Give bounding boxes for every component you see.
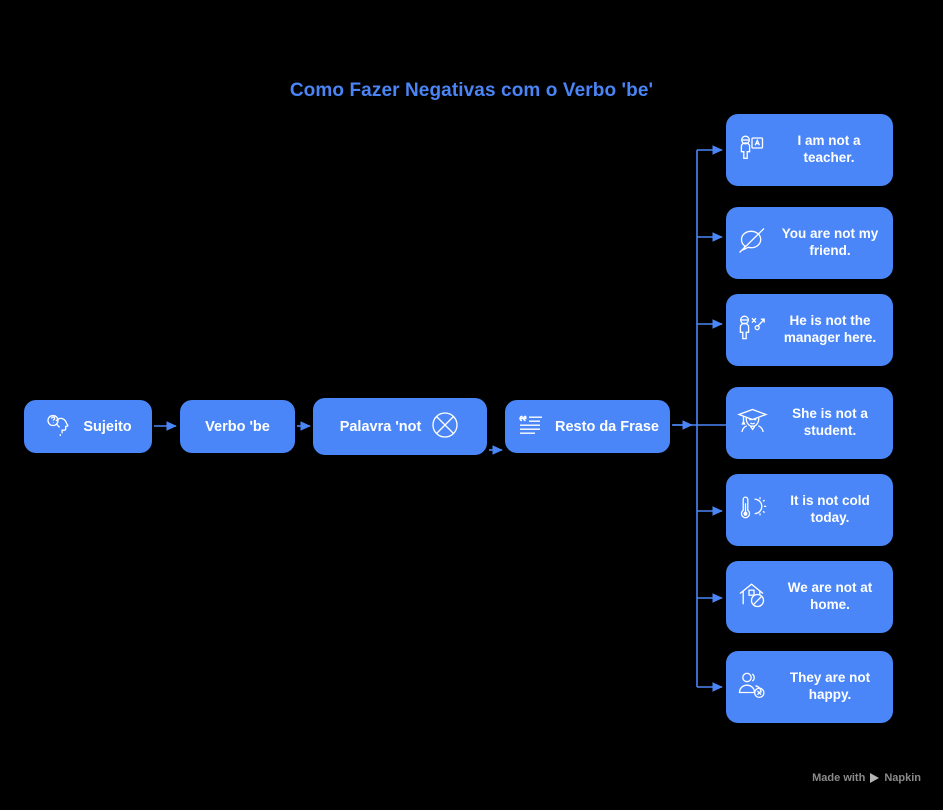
flow-step-label: Sujeito xyxy=(83,418,132,435)
example-card[interactable]: We are not at home. xyxy=(726,561,893,633)
quote-lines-icon xyxy=(516,410,546,444)
head-question-icon xyxy=(44,410,74,444)
flow-step-resto-da-frase[interactable]: Resto da Frase xyxy=(505,400,670,453)
house-prohibited-icon xyxy=(735,578,771,617)
napkin-brand-label: Napkin xyxy=(884,772,921,784)
flow-step-sujeito[interactable]: Sujeito xyxy=(24,400,152,453)
example-text: He is not the manager here. xyxy=(783,313,877,345)
example-text: We are not at home. xyxy=(787,580,873,612)
made-with-napkin-footer: Made with Napkin xyxy=(812,772,921,784)
example-card[interactable]: You are not my friend. xyxy=(726,207,893,279)
play-triangle-icon xyxy=(870,773,880,783)
example-text: I am not a teacher. xyxy=(797,133,861,165)
example-card[interactable]: It is not cold today. xyxy=(726,474,893,546)
page-title: Como Fazer Negativas com o Verbo 'be' xyxy=(289,80,654,101)
example-text: It is not cold today. xyxy=(790,493,870,525)
example-text: You are not my friend. xyxy=(781,226,879,258)
made-with-label: Made with xyxy=(812,772,866,784)
person-demote-icon xyxy=(735,311,771,350)
flow-step-label: Verbo 'be xyxy=(205,418,270,435)
thermometer-sun-icon xyxy=(735,491,771,530)
example-text: She is not a student. xyxy=(792,406,868,438)
flow-step-palavra-not[interactable]: Palavra 'not xyxy=(313,398,487,455)
flow-step-label: Resto da Frase xyxy=(555,418,659,435)
graduate-icon xyxy=(735,404,771,443)
circle-cross-icon xyxy=(430,410,460,444)
example-card[interactable]: I am not a teacher. xyxy=(726,114,893,186)
flow-step-verbo-be[interactable]: Verbo 'be xyxy=(180,400,295,453)
person-board-icon xyxy=(735,131,769,170)
example-card[interactable]: She is not a student. xyxy=(726,387,893,459)
example-card[interactable]: They are not happy. xyxy=(726,651,893,723)
speech-bubble-slash-icon xyxy=(735,224,771,263)
people-x-icon xyxy=(735,668,771,707)
example-card[interactable]: He is not the manager here. xyxy=(726,294,893,366)
flow-step-label: Palavra 'not xyxy=(339,418,422,435)
example-text: They are not happy. xyxy=(789,670,871,702)
branch-arrows xyxy=(697,145,723,692)
